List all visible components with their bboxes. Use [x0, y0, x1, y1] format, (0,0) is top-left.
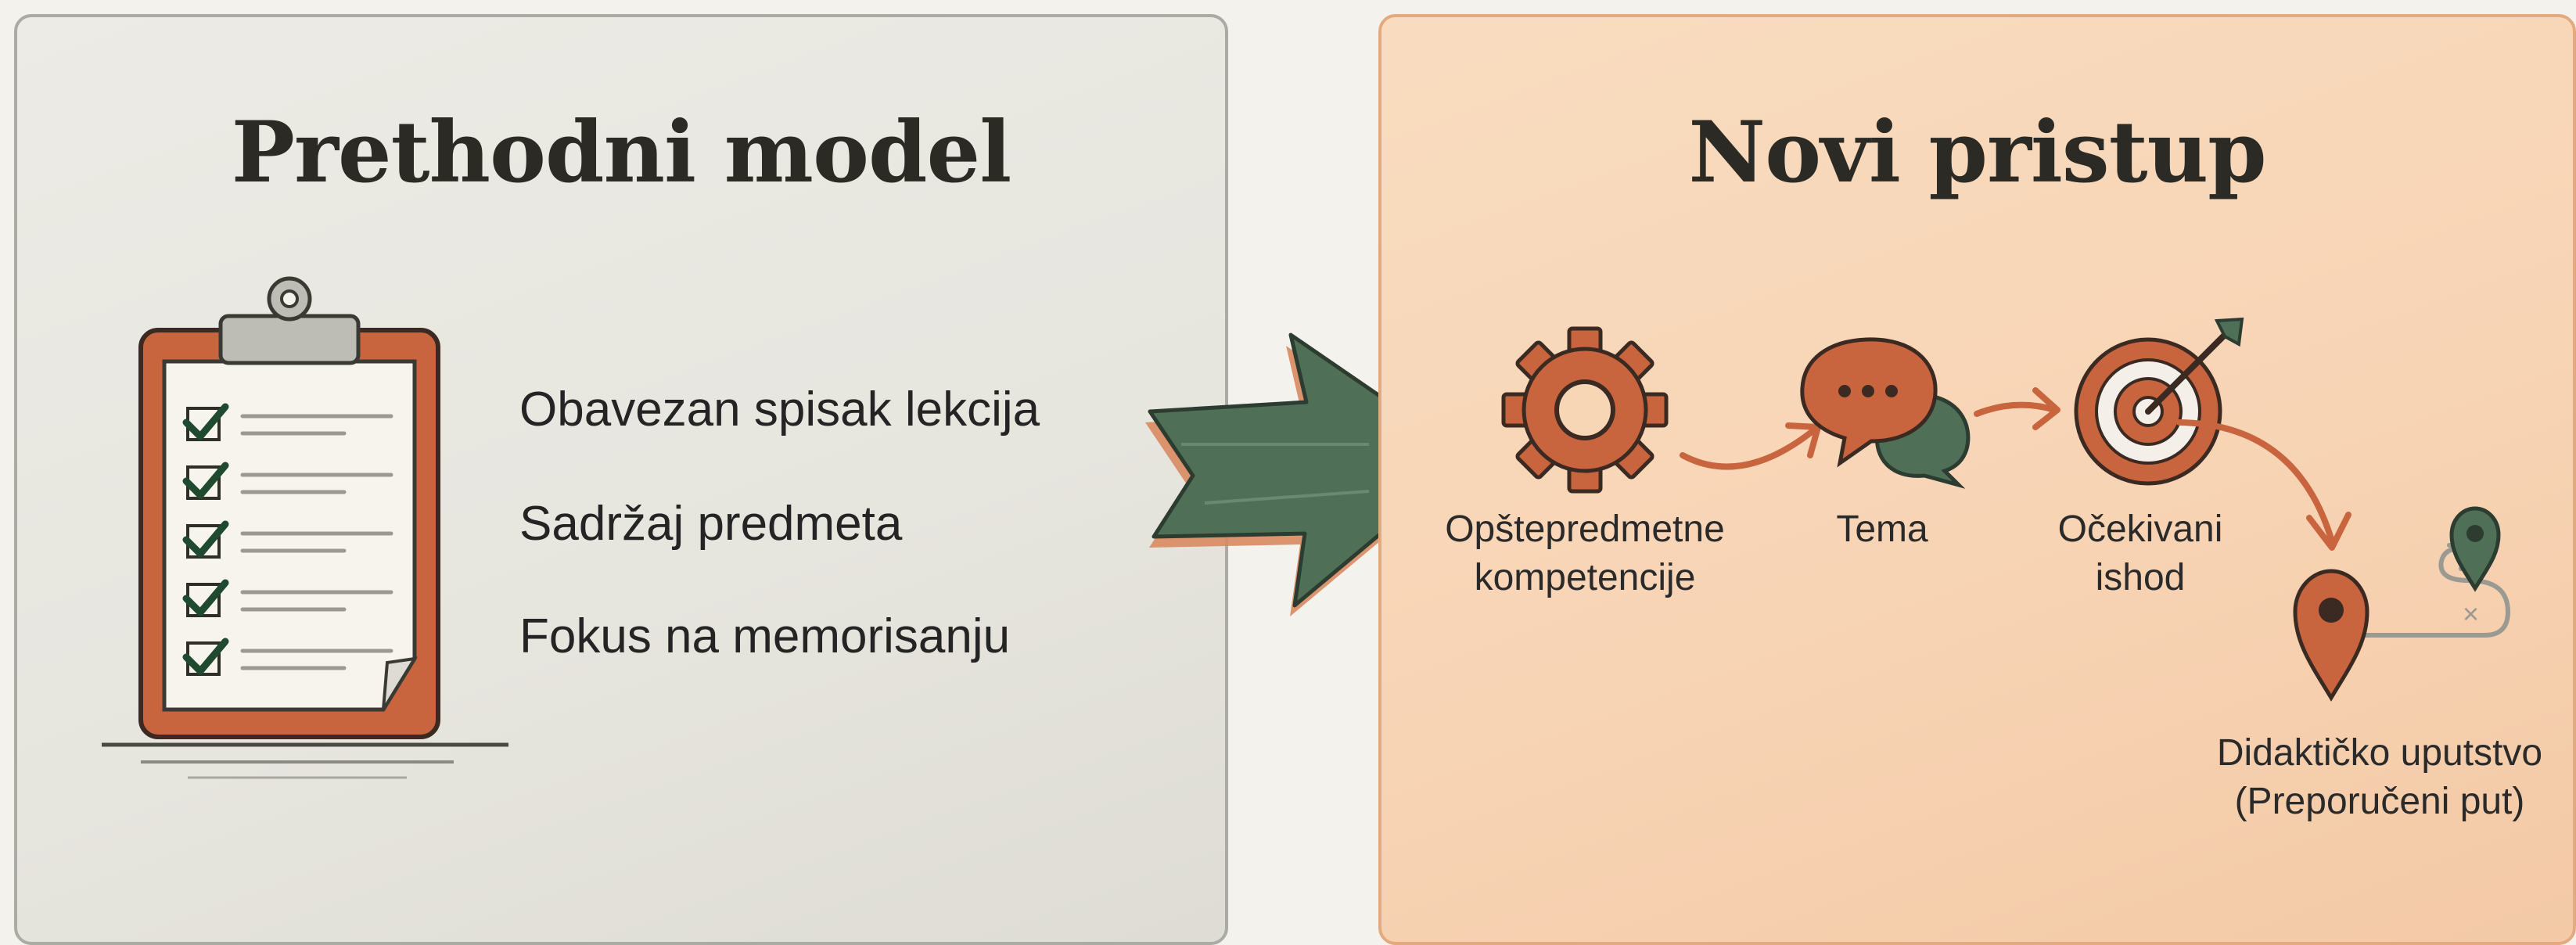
node-label-didactic-line2: (Preporučeni put) [2234, 781, 2525, 822]
svg-text:×: × [2463, 598, 2479, 630]
previous-model-panel: Prethodni model [14, 14, 1228, 945]
node-label-competencies-line2: kompetencije [1474, 557, 1696, 598]
list-item-lessons: Obavezan spisak lekcija [519, 383, 1040, 437]
transition-arrow-icon [1145, 332, 1473, 616]
node-label-topic-line1: Tema [1836, 508, 1928, 550]
previous-model-title: Prethodni model [231, 103, 1012, 202]
speech-bubbles-icon [1800, 337, 1971, 489]
map-route-icon: × [2293, 506, 2511, 702]
new-approach-panel: Novi pristup [1378, 14, 2576, 945]
gear-icon [1501, 326, 1669, 494]
clipboard-checklist-icon [102, 276, 508, 779]
target-icon [2074, 317, 2244, 486]
new-approach-title: Novi pristup [1688, 103, 2266, 202]
list-item-content: Sadržaj predmeta [519, 497, 903, 551]
node-label-outcome-line2: ishod [2095, 557, 2186, 598]
node-label-didactic-line1: Didaktičko uputstvo [2216, 732, 2543, 774]
flow-arrow-3 [2176, 419, 2351, 551]
list-item-memorization: Fokus na memorisanju [519, 609, 1011, 663]
node-label-competencies: Opštepredmetne kompetencije [1436, 505, 1734, 602]
flow-arrow-2 [1974, 387, 2060, 430]
node-label-didactic-guide: Didaktičko uputstvo (Preporučeni put) [2192, 729, 2567, 826]
node-label-outcome: Očekivani ishod [2023, 505, 2258, 602]
node-label-outcome-line1: Očekivani [2057, 508, 2223, 550]
node-label-competencies-line1: Opštepredmetne [1445, 508, 1725, 550]
node-label-topic: Tema [1804, 505, 1960, 554]
